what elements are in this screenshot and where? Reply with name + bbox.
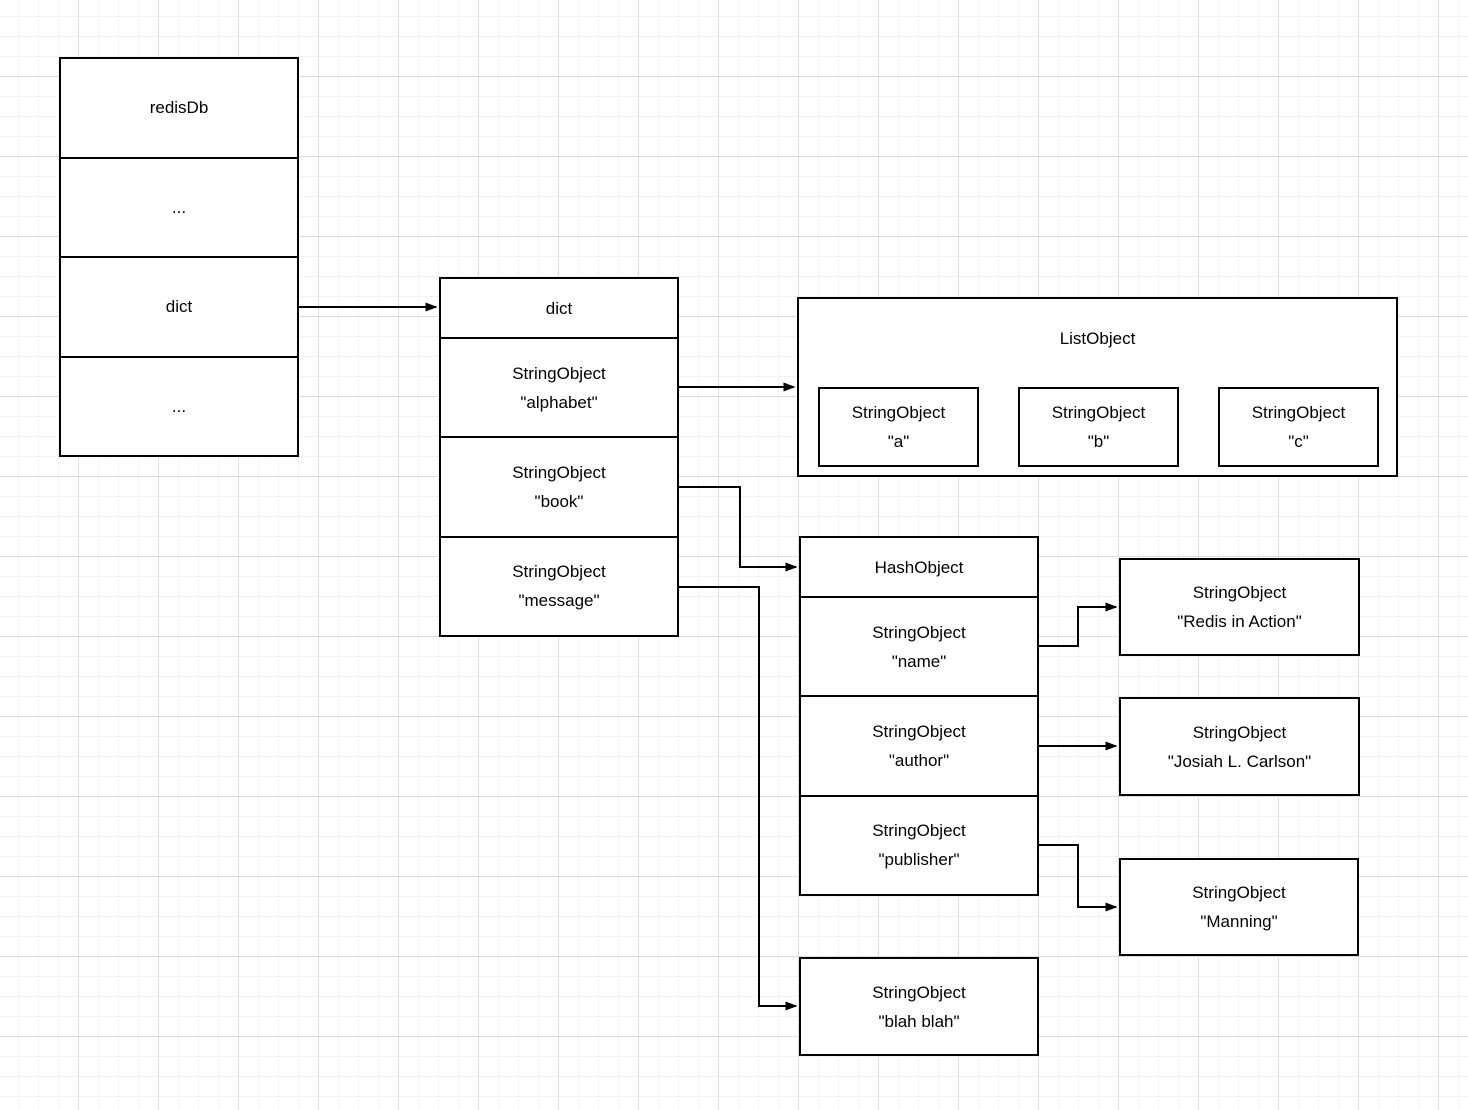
dict-row-message: StringObject "message" bbox=[441, 535, 677, 635]
string-object-value: "a" bbox=[887, 432, 910, 451]
node-hashobject: HashObject StringObject "name" StringObj… bbox=[799, 536, 1039, 896]
string-object-value: "message" bbox=[518, 591, 600, 611]
string-object-type: StringObject bbox=[872, 622, 966, 642]
node-redis-in-action: StringObject "Redis in Action" bbox=[1119, 558, 1360, 656]
string-object-type: StringObject bbox=[1192, 722, 1287, 742]
string-object-value: "alphabet" bbox=[520, 392, 598, 412]
redisdb-row-ellipsis-bottom: ... bbox=[61, 355, 297, 456]
string-object-type: StringObject bbox=[851, 403, 946, 422]
string-object-value: "b" bbox=[1087, 432, 1110, 451]
string-object-type: StringObject bbox=[872, 821, 966, 841]
string-object-type: StringObject bbox=[872, 721, 966, 741]
listobject-item-a: StringObject "a" bbox=[818, 387, 979, 467]
dict-row-alphabet: StringObject "alphabet" bbox=[441, 337, 677, 436]
string-object-type: StringObject bbox=[1192, 583, 1287, 602]
string-object-value: "Manning" bbox=[1200, 912, 1278, 931]
redisdb-row-ellipsis-top: ... bbox=[61, 156, 297, 257]
string-object-value: "blah blah" bbox=[878, 1011, 960, 1031]
node-blah-blah: StringObject "blah blah" bbox=[799, 957, 1039, 1056]
node-redisdb: redisDb ... dict ... bbox=[59, 57, 299, 457]
string-object-value: "Redis in Action" bbox=[1177, 612, 1302, 631]
redisdb-row-label: dict bbox=[165, 297, 193, 317]
string-object-type: StringObject bbox=[512, 363, 606, 383]
edge-message-to-blahblah bbox=[679, 586, 798, 1011]
string-object-type: StringObject bbox=[512, 562, 606, 582]
redisdb-row-dict: dict bbox=[61, 256, 297, 356]
redisdb-row-label: ... bbox=[171, 197, 187, 217]
redisdb-title-cell: redisDb bbox=[61, 59, 297, 157]
hashobject-title: HashObject bbox=[874, 557, 964, 577]
hashobject-row-author: StringObject "author" bbox=[801, 695, 1037, 794]
string-object-value: "book" bbox=[534, 491, 584, 511]
string-object-type: StringObject bbox=[1051, 403, 1146, 422]
string-object-value: "publisher" bbox=[878, 850, 960, 870]
redisdb-title: redisDb bbox=[149, 98, 209, 118]
dict-row-book: StringObject "book" bbox=[441, 436, 677, 535]
dict-title: dict bbox=[545, 298, 573, 318]
string-object-type: StringObject bbox=[1192, 883, 1286, 902]
edge-publisher-to-manning bbox=[1039, 844, 1118, 912]
node-manning: StringObject "Manning" bbox=[1119, 858, 1359, 956]
string-object-value: "name" bbox=[891, 651, 947, 671]
listobject-item-c: StringObject "c" bbox=[1218, 387, 1379, 467]
redisdb-row-label: ... bbox=[171, 396, 187, 416]
string-object-value: "c" bbox=[1288, 432, 1309, 451]
string-object-value: "author" bbox=[888, 750, 950, 770]
string-object-type: StringObject bbox=[872, 982, 966, 1002]
hashobject-row-name: StringObject "name" bbox=[801, 596, 1037, 695]
node-dict: dict StringObject "alphabet" StringObjec… bbox=[439, 277, 679, 637]
node-josiah-carlson: StringObject "Josiah L. Carlson" bbox=[1119, 697, 1360, 796]
listobject-item-b: StringObject "b" bbox=[1018, 387, 1179, 467]
string-object-type: StringObject bbox=[512, 462, 606, 482]
hashobject-row-publisher: StringObject "publisher" bbox=[801, 794, 1037, 894]
edge-name-to-redis-in-action bbox=[1039, 602, 1118, 647]
dict-title-cell: dict bbox=[441, 279, 677, 337]
hashobject-title-cell: HashObject bbox=[801, 538, 1037, 596]
string-object-type: StringObject bbox=[1251, 403, 1346, 422]
edge-book-to-hashobject bbox=[679, 486, 798, 572]
listobject-title: ListObject bbox=[1059, 329, 1136, 348]
string-object-value: "Josiah L. Carlson" bbox=[1167, 751, 1312, 771]
